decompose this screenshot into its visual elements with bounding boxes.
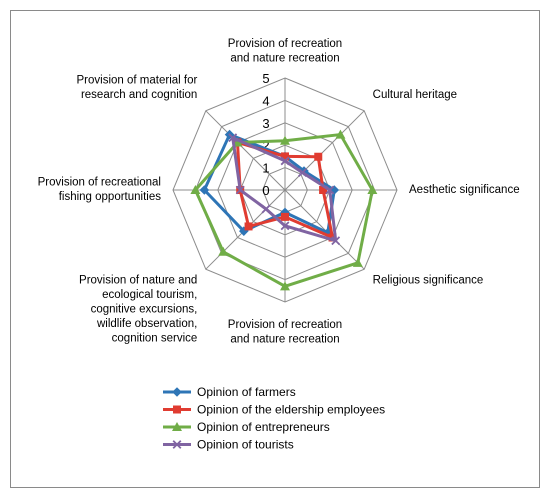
category-label: Cultural heritage [373, 89, 457, 101]
data-point [281, 212, 289, 221]
legend-label: Opinion of farmers [197, 385, 296, 399]
legend-marker [172, 387, 182, 397]
legend-item: Opinion of the eldership employees [163, 403, 385, 417]
legend-label: Opinion of entrepreneurs [197, 420, 330, 434]
tick-label: 5 [262, 71, 269, 86]
legend-marker [172, 422, 182, 431]
category-label: Aesthetic significance [409, 184, 520, 196]
series-group [190, 129, 378, 291]
tick-label: 0 [262, 183, 269, 198]
data-point [281, 152, 289, 161]
data-point [228, 133, 238, 143]
data-point [218, 246, 229, 256]
legend-item: Opinion of farmers [163, 385, 296, 399]
data-point [235, 185, 245, 195]
data-point [244, 222, 253, 231]
legend-item: Opinion of entrepreneurs [163, 420, 330, 434]
tick-label: 4 [262, 93, 269, 108]
data-point [335, 129, 346, 139]
data-point [280, 156, 290, 166]
category-label: Religious significance [373, 275, 484, 287]
data-point [199, 185, 210, 195]
grid-spoke [205, 110, 286, 191]
tick-label: 1 [262, 161, 269, 176]
grid-spoke [284, 110, 365, 191]
data-point [367, 185, 378, 194]
series-4 [228, 133, 341, 246]
data-point [280, 281, 290, 291]
legend-label: Opinion of tourists [197, 438, 294, 452]
data-point [261, 204, 271, 214]
legend-label: Opinion of the eldership employees [197, 403, 385, 417]
data-point [239, 226, 249, 236]
legend-marker [172, 440, 182, 449]
legend-item: Opinion of tourists [163, 438, 294, 452]
data-point [331, 236, 341, 246]
data-point [280, 221, 290, 231]
chart-frame [10, 10, 540, 488]
data-point [314, 152, 323, 161]
series-3 [190, 129, 378, 291]
data-point [280, 207, 290, 218]
data-point [325, 185, 335, 195]
data-point [297, 168, 307, 178]
legend-marker [173, 405, 181, 414]
tick-label: 2 [262, 138, 269, 153]
data-point [319, 186, 328, 194]
data-point [352, 257, 363, 267]
data-point [190, 185, 201, 194]
data-point [280, 135, 290, 145]
radial-ticks: 0 1 2 3 4 5 [262, 71, 269, 198]
tick-label: 3 [262, 116, 269, 131]
